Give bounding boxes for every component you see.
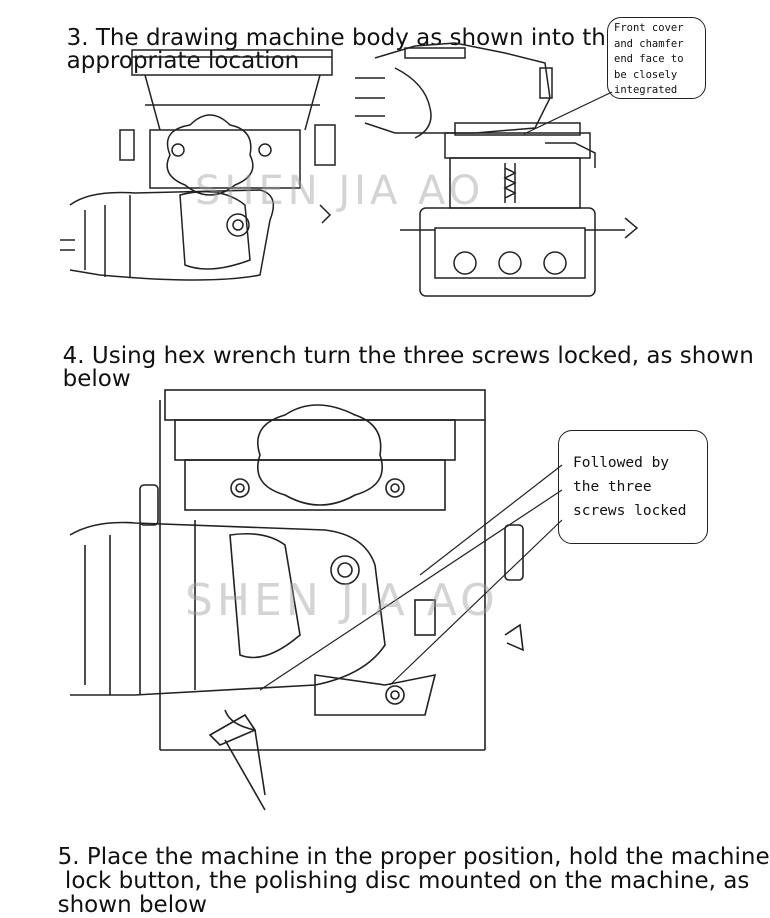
step-4-line-2: below	[62, 366, 131, 392]
step-5-heading-cont-2: shown below	[43, 869, 207, 917]
step-5-line-2: lock button, the polishing disc mounted …	[57, 868, 750, 894]
watermark-middle: SHEN JIA AO	[185, 575, 499, 626]
callout-front-cover-line-2: and chamfer	[614, 37, 684, 50]
figure-hex-wrench-screws	[69, 389, 524, 811]
callout-front-cover-leader	[523, 91, 613, 135]
step-5-line-3: shown below	[57, 892, 207, 918]
step-5-heading-cont: lock button, the polishing disc mounted …	[43, 845, 749, 893]
step-5-heading: 5. Place the machine in the proper posit…	[43, 821, 770, 869]
callout-front-cover: Front cover and chamfer end face to be c…	[607, 17, 706, 99]
step-5-line-1: 5. Place the machine in the proper posit…	[57, 844, 770, 870]
callout-three-screws-line-3: screws locked	[573, 503, 687, 519]
callout-front-cover-line-3: end face to	[614, 53, 684, 65]
step-3-line-2: appropriate location	[66, 48, 300, 74]
callout-front-cover-line-4: be closely	[614, 68, 678, 81]
callout-three-screws-line-1: Followed by	[573, 455, 670, 471]
callout-front-cover-line-5: integrated	[614, 84, 678, 96]
callout-three-screws: Followed by the three screws locked	[558, 430, 708, 544]
callout-front-cover-line-1: Front cover	[614, 22, 684, 34]
callout-three-screws-line-2: the three	[573, 479, 652, 495]
watermark-top: SHEN JIA AO	[195, 168, 485, 214]
step-4-heading-cont: below	[48, 343, 131, 391]
figure-machine-body-right	[355, 42, 639, 297]
step-4-heading: 4. Using hex wrench turn the three screw…	[48, 320, 754, 368]
step-3-heading: 3. The drawing machine body as shown int…	[52, 2, 620, 50]
step-4-line-1: 4. Using hex wrench turn the three screw…	[62, 343, 754, 369]
figure-machine-body-left	[60, 49, 336, 281]
step-3-line-1: 3. The drawing machine body as shown int…	[66, 25, 620, 51]
step-3-heading-cont: appropriate location	[52, 25, 300, 74]
callout-three-screws-leaders	[259, 464, 563, 691]
